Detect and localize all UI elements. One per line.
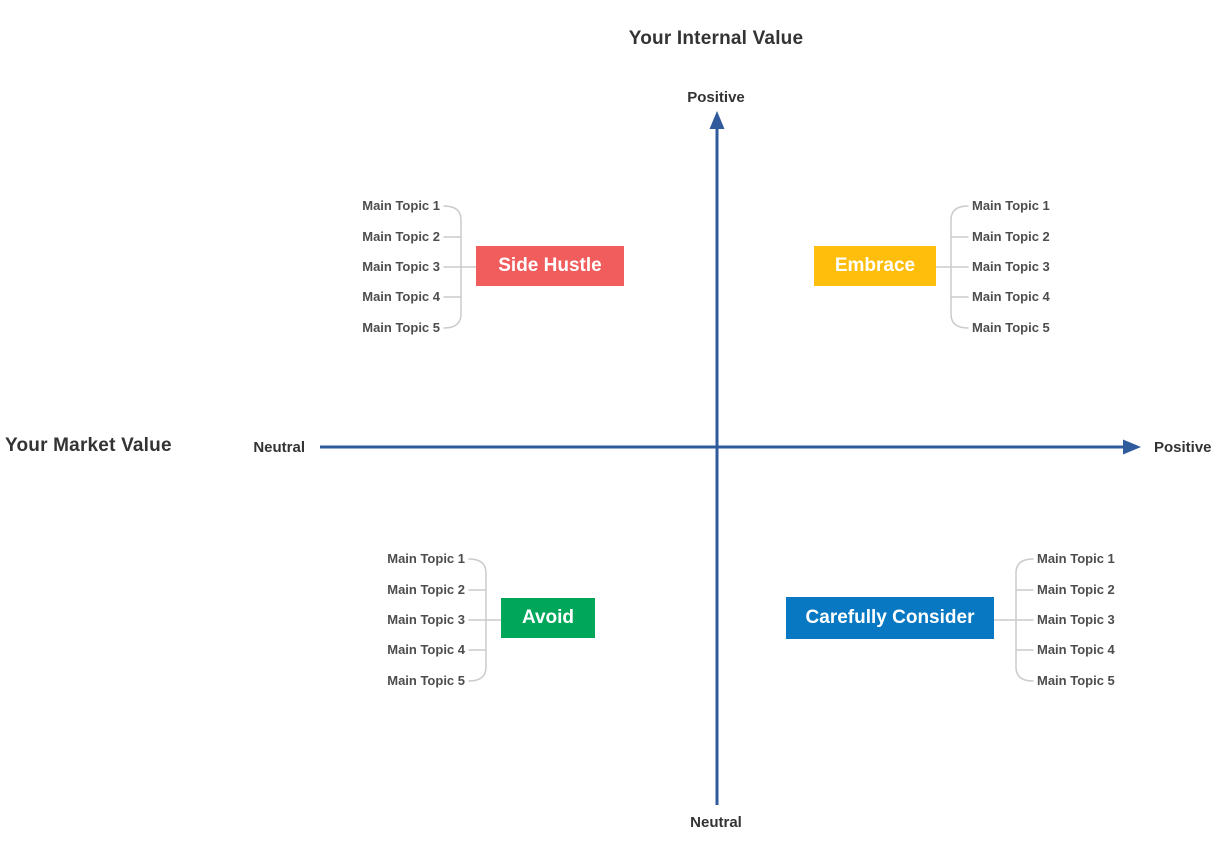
topic-label[interactable]: Main Topic 1 (1037, 551, 1115, 566)
topic-label[interactable]: Main Topic 5 (972, 320, 1050, 335)
topic-label[interactable]: Main Topic 4 (387, 642, 465, 657)
topic-label[interactable]: Main Topic 1 (387, 551, 465, 566)
topic-label[interactable]: Main Topic 2 (972, 229, 1050, 244)
quadrant-box-carefully-consider[interactable]: Carefully Consider (786, 597, 994, 639)
y-axis (709, 111, 725, 805)
topic-label[interactable]: Main Topic 3 (362, 259, 440, 274)
topic-label[interactable]: Main Topic 3 (1037, 612, 1115, 627)
topic-label[interactable]: Main Topic 4 (1037, 642, 1115, 657)
x-axis-left-label: Neutral (253, 439, 305, 456)
topic-label[interactable]: Main Topic 1 (972, 198, 1050, 213)
topic-label[interactable]: Main Topic 5 (1037, 673, 1115, 688)
connector-bracket-top-left (443, 205, 477, 329)
topic-label[interactable]: Main Topic 1 (362, 198, 440, 213)
x-axis (320, 439, 1141, 455)
y-axis-top-label: Positive (687, 89, 745, 106)
quadrant-box-avoid[interactable]: Avoid (501, 598, 595, 638)
x-axis-arrowhead-icon (1123, 439, 1141, 455)
topic-label[interactable]: Main Topic 2 (387, 582, 465, 597)
y-axis-arrowhead-icon (709, 111, 725, 129)
diagram-title: Your Internal Value (628, 28, 804, 49)
connector-bracket-bottom-right (993, 558, 1034, 682)
topic-label[interactable]: Main Topic 4 (362, 289, 440, 304)
quadrant-box-side-hustle[interactable]: Side Hustle (476, 246, 624, 286)
topic-label[interactable]: Main Topic 5 (362, 320, 440, 335)
topic-label[interactable]: Main Topic 2 (1037, 582, 1115, 597)
connector-bracket-top-right (935, 205, 969, 329)
topic-label[interactable]: Main Topic 2 (362, 229, 440, 244)
x-axis-right-label: Positive (1154, 439, 1212, 456)
topic-label[interactable]: Main Topic 4 (972, 289, 1050, 304)
y-axis-bottom-label: Neutral (690, 814, 742, 831)
quadrant-box-embrace[interactable]: Embrace (814, 246, 936, 286)
topic-label[interactable]: Main Topic 3 (387, 612, 465, 627)
connector-bracket-bottom-left (468, 558, 502, 682)
topic-label[interactable]: Main Topic 5 (387, 673, 465, 688)
x-axis-title: Your Market Value (5, 435, 172, 456)
topic-label[interactable]: Main Topic 3 (972, 259, 1050, 274)
